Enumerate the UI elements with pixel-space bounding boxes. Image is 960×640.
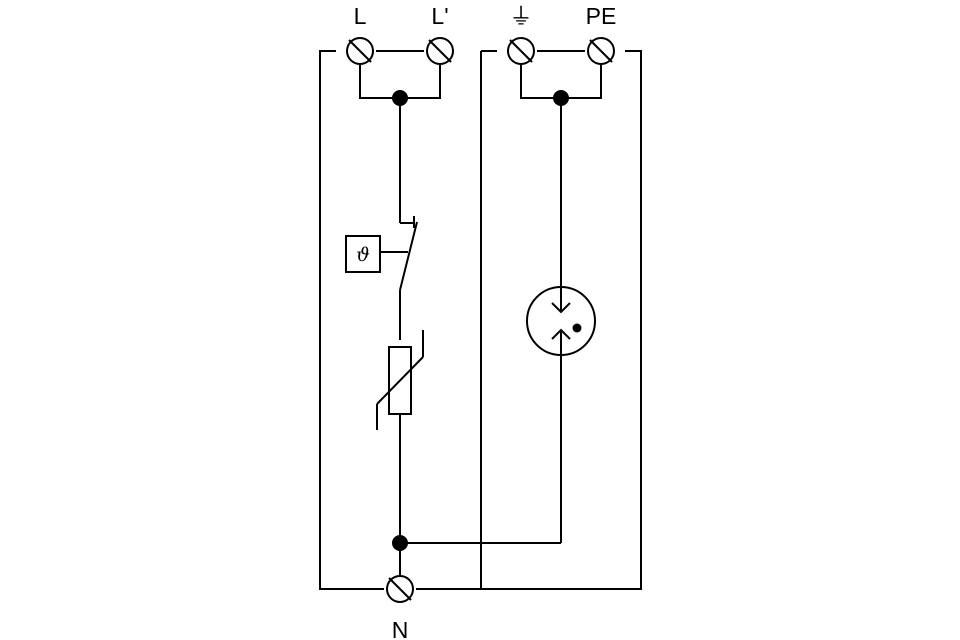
terminal-label-n: N [392,617,409,640]
terminal-n [386,575,414,603]
thermal-disconnector: ϑ [345,221,418,340]
terminal-l-prime [426,37,454,65]
terminal-l [346,37,374,65]
thermal-sensor-box [345,235,381,273]
thermal-symbol: ϑ [356,244,370,266]
terminal-label-pe: PE [586,3,617,29]
housing-outline [319,50,642,590]
spark-gap [526,286,596,543]
spark-gap-dot [572,323,582,333]
terminal-pe [587,37,615,65]
right-branch-wiring [520,64,602,314]
terminal-label-l-prime: L' [431,3,448,29]
terminal-label-l: L [354,3,367,29]
varistor [376,330,424,543]
left-branch-wiring [359,64,441,228]
neutral-wiring [392,535,561,576]
terminal-earth [507,37,535,65]
terminal-label-earth: ⏚ [510,3,533,29]
